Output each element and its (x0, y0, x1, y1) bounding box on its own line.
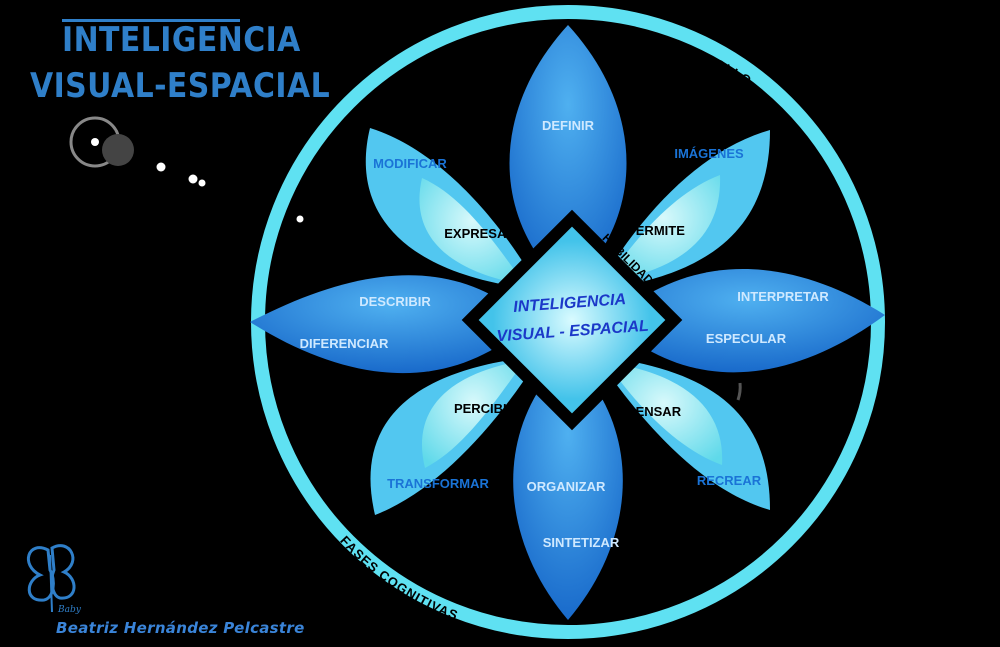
word-transformar: TRANSFORMAR (387, 476, 489, 491)
page-title-line2: VISUAL-ESPACIAL (30, 66, 331, 106)
word-modificar: MODIFICAR (373, 156, 447, 171)
word-imagenes: IMÁGENES (674, 146, 744, 161)
word-percibir: PERCIBIR (454, 401, 517, 416)
petals-outer (250, 25, 885, 620)
word-diferenciar: DIFERENCIAR (300, 336, 389, 351)
word-permite: PERMITE (627, 223, 685, 238)
page-title-line1: INTELIGENCIA (62, 20, 301, 60)
title-underline (62, 19, 240, 22)
petal-right (610, 268, 885, 373)
word-sintetizar: SINTETIZAR (543, 535, 620, 550)
word-recrear: RECREAR (697, 473, 762, 488)
petal-left (250, 275, 530, 374)
word-especular: ESPECULAR (706, 331, 787, 346)
word-organizar: ORGANIZAR (527, 479, 606, 494)
word-expresar: EXPRESAR (444, 226, 516, 241)
petals-diagonal (365, 128, 770, 515)
word-pensar: PENSAR (627, 404, 682, 419)
word-definir: DEFINIR (542, 118, 595, 133)
butterfly-logo-icon: Baby (27, 544, 82, 615)
petal-top (509, 25, 627, 290)
word-describir: DESCRIBIR (359, 294, 431, 309)
svg-text:Baby: Baby (57, 605, 82, 615)
ring-label-bottom: FASES COGNITIVAS (337, 533, 460, 623)
decorative-bubbles (69, 116, 304, 223)
word-interpretar: INTERPRETAR (737, 289, 829, 304)
author-credit: Beatriz Hernández Pelcastre (56, 619, 305, 637)
petal-bottom (513, 354, 623, 620)
